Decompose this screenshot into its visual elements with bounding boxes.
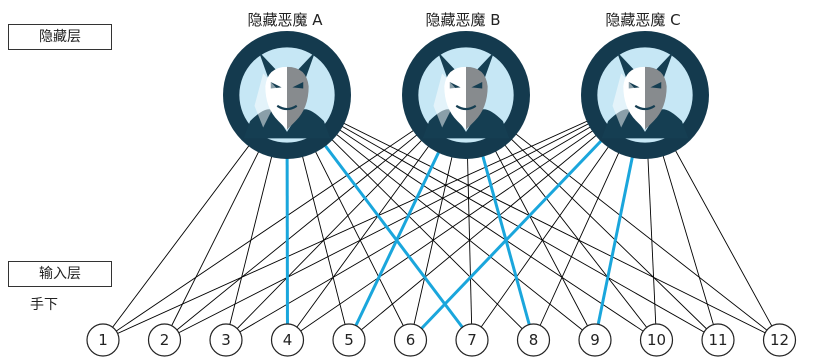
- demon-icon: [596, 46, 694, 144]
- input-node-label: 7: [467, 331, 477, 349]
- connection-line: [102, 94, 646, 341]
- input-node-label: 1: [98, 331, 108, 349]
- hidden-layer-label: 隐藏层: [8, 24, 112, 50]
- input-node: 1: [86, 323, 120, 357]
- input-node-circle: [639, 323, 674, 357]
- input-node-label: 8: [529, 331, 539, 349]
- input-node: 8: [516, 323, 551, 357]
- connection-line: [286, 94, 657, 341]
- connection-line: [286, 94, 596, 341]
- input-node-label: 11: [708, 331, 727, 349]
- input-node-label: 5: [344, 331, 354, 349]
- connection-line: [102, 94, 467, 341]
- input-node-circle: [86, 323, 120, 357]
- input-node: 10: [639, 323, 674, 357]
- connection-line: [465, 94, 780, 341]
- demon-icon: [238, 46, 336, 144]
- demon-name-c: 隐藏恶魔 C: [605, 11, 681, 29]
- connection-line: [286, 94, 719, 341]
- demon-icon: [417, 46, 515, 144]
- hidden-nodes: [223, 31, 709, 159]
- input-node: 6: [393, 323, 428, 357]
- input-node: 5: [332, 323, 366, 357]
- input-node-label: 9: [590, 331, 600, 349]
- connection-line: [225, 94, 646, 341]
- input-node: 3: [209, 323, 243, 357]
- input-node-circle: [270, 323, 305, 357]
- hidden-demon-node: [223, 31, 351, 159]
- input-node-circle: [332, 323, 366, 357]
- input-node-circle: [762, 323, 797, 357]
- input-node: 12: [762, 323, 797, 357]
- connection-line: [164, 94, 646, 341]
- input-node-circle: [701, 323, 735, 357]
- hidden-demon-node: [581, 31, 709, 159]
- input-node: 9: [578, 323, 612, 357]
- input-node-circle: [516, 323, 551, 357]
- input-node: 4: [270, 323, 305, 357]
- demon-name-b: 隐藏恶魔 B: [425, 11, 501, 29]
- input-node-label: 10: [647, 331, 666, 349]
- connection-line: [164, 94, 467, 341]
- demon-name-a: 隐藏恶魔 A: [247, 11, 323, 29]
- connection-line: [348, 94, 646, 341]
- input-node-circle: [455, 323, 489, 357]
- input-node: 7: [455, 323, 489, 357]
- input-node: 11: [701, 323, 735, 357]
- connection-line: [287, 94, 646, 341]
- hidden-demon-node: [402, 31, 530, 159]
- input-layer-label: 输入层: [8, 261, 112, 287]
- input-node-label: 6: [406, 331, 416, 349]
- input-node-label: 2: [160, 331, 170, 349]
- input-node-circle: [393, 323, 428, 357]
- input-node-label: 4: [283, 331, 293, 349]
- input-node-label: 3: [221, 331, 231, 349]
- input-node-circle: [147, 323, 182, 357]
- input-node: 2: [147, 323, 182, 357]
- input-node-circle: [578, 323, 612, 357]
- connection-line: [286, 94, 780, 341]
- input-node-label: 12: [770, 331, 789, 349]
- input-node-circle: [209, 323, 243, 357]
- minion-label: 手下: [30, 297, 58, 313]
